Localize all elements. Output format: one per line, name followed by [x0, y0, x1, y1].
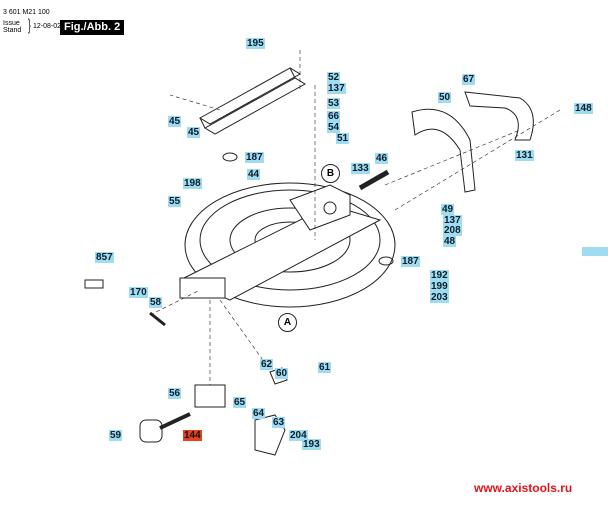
part-label: 66 — [327, 111, 341, 122]
part-label: 203 — [430, 292, 449, 303]
watermark-url: www.axistools.ru — [474, 481, 573, 495]
part-label: 67 — [462, 74, 476, 85]
part-label: 192 — [430, 270, 449, 281]
part-label-highlighted: 144 — [183, 430, 202, 441]
part-label: 65 — [233, 397, 247, 408]
blade-guard — [411, 108, 476, 193]
part-label: 857 — [95, 252, 114, 263]
part-label: 195 — [246, 38, 265, 49]
leader-lines — [149, 50, 561, 385]
part-label: 60 — [275, 368, 289, 379]
part-label: 55 — [168, 196, 182, 207]
part-label: 61 — [318, 362, 332, 373]
part-label: 64 — [252, 408, 266, 419]
part-label: 53 — [327, 98, 341, 109]
part-label: 54 — [327, 122, 341, 133]
turntable-base — [178, 182, 396, 308]
part-label: 137 — [443, 215, 462, 226]
part-label: 204 — [289, 430, 308, 441]
part-label: 56 — [168, 388, 182, 399]
part-label: 46 — [375, 153, 389, 164]
part-label: 62 — [260, 359, 274, 370]
part-label: 45 — [168, 116, 182, 127]
part-label: 137 — [327, 83, 346, 94]
side-tab-marker — [582, 247, 608, 256]
part-number: 3 601 M21 100 — [3, 9, 50, 16]
part-label: 198 — [183, 178, 202, 189]
part-label: 45 — [187, 127, 201, 138]
fence-rails — [199, 67, 306, 135]
rod — [358, 169, 390, 191]
part-label: 187 — [401, 256, 420, 267]
part-label: 58 — [149, 297, 163, 308]
callout-a: A — [278, 313, 297, 332]
ring-gaskets — [222, 152, 394, 266]
part-label: 51 — [336, 133, 350, 144]
part-label: 208 — [443, 225, 462, 236]
part-label: 59 — [109, 430, 123, 441]
brace-symbol: } — [28, 17, 31, 34]
stand-label: Stand — [3, 27, 22, 34]
part-label: 187 — [245, 152, 264, 163]
part-label: 52 — [327, 72, 341, 83]
part-label: 199 — [430, 281, 449, 292]
lock-assembly — [84, 279, 288, 456]
issue-label: Issue — [3, 20, 20, 27]
handle — [464, 91, 534, 141]
part-label: 133 — [351, 163, 370, 174]
part-label: 63 — [272, 417, 286, 428]
part-label: 49 — [441, 204, 455, 215]
issue-date: 12-08-02 — [33, 23, 62, 30]
part-label: 131 — [515, 150, 534, 161]
part-label: 48 — [443, 236, 457, 247]
part-label: 44 — [247, 169, 261, 180]
figure-label: Fig./Abb. 2 — [60, 20, 125, 35]
part-label: 148 — [574, 103, 593, 114]
part-label: 170 — [129, 287, 148, 298]
callout-b: B — [321, 164, 340, 183]
part-label: 50 — [438, 92, 452, 103]
part-label: 193 — [302, 439, 321, 450]
